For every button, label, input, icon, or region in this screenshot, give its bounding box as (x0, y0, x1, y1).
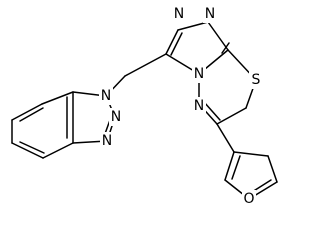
bond (203, 101, 221, 121)
bond (11, 142, 44, 159)
molecule-structure: N N N N N N N S (11, 5, 278, 208)
atom-s-thiadiazole: S (249, 71, 263, 89)
bond (231, 155, 241, 180)
bonds (11, 21, 278, 200)
bond (207, 21, 229, 51)
atom-symbol: N (194, 66, 204, 82)
bond (165, 29, 179, 55)
atom-symbol: N (194, 98, 204, 114)
atom-symbol: N (101, 88, 111, 104)
bond (11, 103, 43, 121)
bond (224, 151, 235, 181)
bond (19, 141, 45, 154)
atom-n-thiadiazole: N (192, 97, 206, 115)
atom-n2-triazole: N (203, 5, 217, 23)
atom-symbol: N (205, 6, 215, 22)
bond (267, 155, 278, 183)
atom-symbol: N (102, 133, 112, 149)
bond (216, 123, 235, 153)
bond (233, 151, 269, 157)
bond (19, 107, 44, 122)
structure-canvas: N N N N N N N S (11, 5, 278, 208)
atom-symbol: N (111, 109, 121, 125)
atom-n2-benzotriazole: N (109, 108, 123, 126)
bond (221, 42, 230, 54)
atom-n3-benzotriazole: N (100, 132, 114, 150)
bond (41, 91, 74, 105)
bond (124, 53, 167, 77)
atom-n1-triazole: N (172, 5, 186, 23)
atom-n4-triazole: N (192, 65, 206, 83)
bond (216, 107, 247, 125)
bond (177, 21, 209, 31)
atom-symbol: O (243, 191, 254, 207)
atom-labels: N N N N N N N S (99, 5, 263, 208)
atom-symbol: S (252, 72, 261, 88)
bond (42, 142, 74, 159)
atom-symbol: N (174, 6, 184, 22)
atom-o-furan: O (242, 190, 256, 208)
bond (170, 32, 183, 56)
atom-n1-benzotriazole: N (99, 87, 113, 105)
